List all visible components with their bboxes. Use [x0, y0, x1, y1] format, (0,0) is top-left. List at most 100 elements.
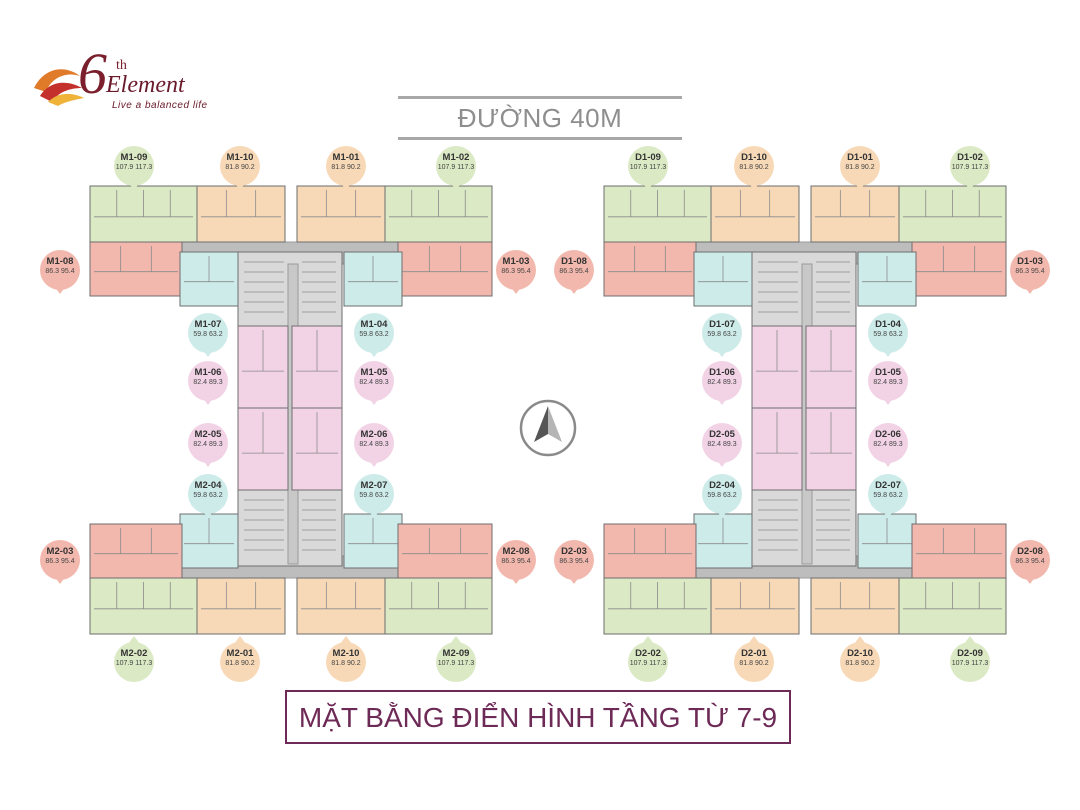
unit-id: M2-03 — [46, 546, 74, 557]
unit-id: M2-02 — [120, 648, 148, 659]
unit-area: 107.9 117.3 — [629, 164, 667, 171]
unit-id: D1-08 — [561, 256, 587, 267]
unit-id: D1-07 — [709, 319, 735, 330]
unit-area: 86.3 95.4 — [1015, 268, 1045, 275]
unit-id: D2-09 — [957, 648, 983, 659]
unit-area: 107.9 117.3 — [437, 660, 475, 667]
unit-label-pointer — [716, 349, 728, 357]
unit-label-pointer — [716, 459, 728, 467]
unit-id: D2-07 — [875, 480, 901, 491]
apartment-m2-03 — [89, 523, 183, 579]
unit-label-pointer — [450, 636, 462, 644]
unit-area: 59.8 63.2 — [359, 492, 389, 499]
apartment-m2-08 — [397, 523, 493, 579]
unit-area: 81.8 90.2 — [845, 164, 875, 171]
unit-id: M2-08 — [502, 546, 530, 557]
unit-id: D1-09 — [635, 152, 661, 163]
unit-label-bubble — [188, 313, 228, 353]
unit-area: 59.8 63.2 — [873, 331, 903, 338]
unit-id: D2-03 — [561, 546, 587, 557]
unit-label-bubble — [40, 250, 80, 290]
unit-area: 81.8 90.2 — [739, 164, 769, 171]
unit-label-pointer — [964, 636, 976, 644]
unit-label-bubble — [868, 474, 908, 514]
unit-id: M2-05 — [194, 429, 222, 440]
unit-id: M2-09 — [442, 648, 470, 659]
unit-area: 82.4 89.3 — [707, 441, 737, 448]
unit-id: D1-10 — [741, 152, 767, 163]
road-label: ĐƯỜNG 40M — [398, 96, 682, 140]
unit-label-bubble — [628, 146, 668, 186]
logo-superscript: th — [116, 58, 127, 73]
unit-label-bubble — [950, 146, 990, 186]
unit-label-bubble — [1010, 250, 1050, 290]
apartment-m1-01 — [296, 185, 386, 243]
unit-area: 82.4 89.3 — [193, 441, 223, 448]
unit-label-pointer — [882, 349, 894, 357]
unit-label-pointer — [54, 286, 66, 294]
apartment-d1-01 — [810, 185, 900, 243]
apartment-d2-08 — [911, 523, 1007, 579]
road-line-top — [398, 96, 682, 99]
unit-label-bubble — [868, 423, 908, 463]
unit-id: D2-10 — [847, 648, 873, 659]
unit-area: 81.8 90.2 — [331, 660, 361, 667]
unit-label-pointer — [202, 349, 214, 357]
unit-area: 86.3 95.4 — [1015, 558, 1045, 565]
unit-area: 81.8 90.2 — [739, 660, 769, 667]
unit-area: 81.8 90.2 — [225, 660, 255, 667]
unit-label-bubble — [496, 540, 536, 580]
unit-area: 86.3 95.4 — [45, 268, 75, 275]
unit-id: D2-01 — [741, 648, 767, 659]
unit-area: 107.9 117.3 — [115, 660, 153, 667]
unit-id: M1-02 — [442, 152, 470, 163]
apartment-d1-03 — [911, 241, 1007, 297]
unit-label-bubble — [354, 423, 394, 463]
unit-label-pointer — [450, 182, 462, 190]
unit-area: 82.4 89.3 — [359, 441, 389, 448]
unit-id: M2-04 — [194, 480, 222, 491]
unit-id: M1-09 — [120, 152, 148, 163]
unit-area: 86.3 95.4 — [501, 268, 531, 275]
unit-label-bubble — [326, 642, 366, 682]
unit-label-pointer — [234, 636, 246, 644]
unit-label-pointer — [510, 286, 522, 294]
unit-id: D2-05 — [709, 429, 735, 440]
unit-label-pointer — [1024, 576, 1036, 584]
logo-numeral: 6 — [78, 41, 107, 106]
unit-id: D1-06 — [709, 367, 735, 378]
unit-area: 59.8 63.2 — [193, 331, 223, 338]
unit-label-pointer — [882, 459, 894, 467]
unit-label-pointer — [642, 182, 654, 190]
unit-label-pointer — [340, 636, 352, 644]
unit-id: D2-08 — [1017, 546, 1043, 557]
unit-area: 86.3 95.4 — [559, 268, 589, 275]
unit-label-bubble — [840, 146, 880, 186]
unit-id: M1-06 — [194, 367, 222, 378]
unit-label-pointer — [234, 182, 246, 190]
apartment-d1-10 — [710, 185, 800, 243]
unit-id: D1-03 — [1017, 256, 1043, 267]
